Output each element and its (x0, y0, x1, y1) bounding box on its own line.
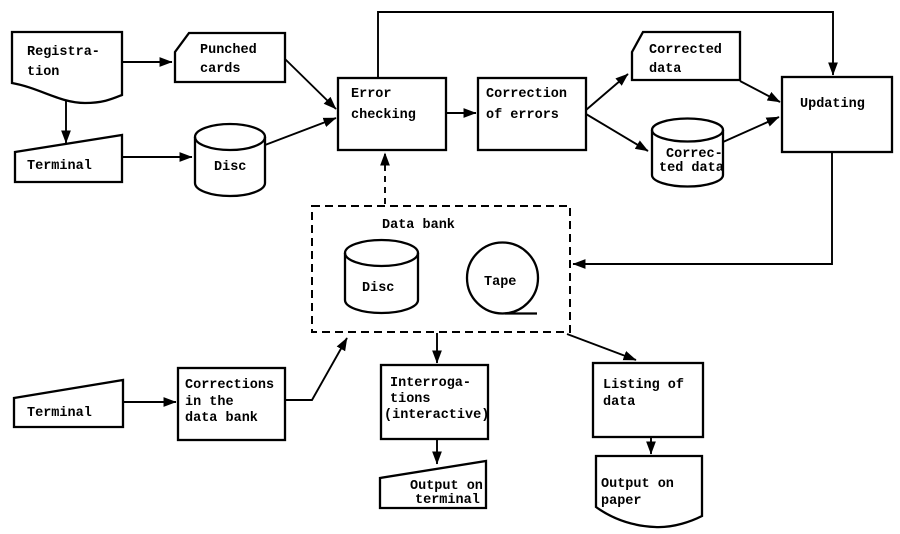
edge-correction-corrected-cylinder (585, 113, 649, 152)
data-bank-disc-cylinder-shape (343, 238, 420, 315)
disc-top-cylinder-shape (193, 122, 267, 198)
output-on-paper-node: Output on paper (594, 454, 704, 529)
punched-cards-label: cards (200, 62, 241, 77)
corrections-box (176, 366, 287, 442)
output-on-terminal-node: Output on terminal (378, 459, 488, 510)
data-bank-tape-circle-shape (465, 241, 540, 315)
corrections-in-data-bank-node: Corrections in the data bank (176, 366, 287, 442)
listing-of-data-label: Listing of (603, 378, 684, 393)
edge-punched-cards-error-checking (284, 58, 337, 110)
terminal-bottom-label: Terminal (27, 406, 92, 421)
interrogations-label: tions (390, 392, 431, 407)
listing-of-data-box (591, 361, 705, 439)
output-on-terminal-label: terminal (415, 493, 480, 508)
registration-node: Registra- tion (10, 30, 124, 105)
error-checking-label: Error (351, 87, 392, 102)
terminal-top-shape (13, 133, 124, 184)
listing-of-data-label: data (603, 395, 635, 410)
corrected-data-cylinder-label: Correc- (666, 147, 723, 162)
corrections-label: Corrections (185, 378, 274, 393)
corrected-data-card-shape (630, 30, 742, 82)
punched-cards-card-shape (173, 31, 287, 84)
edge-feedback-top-line (377, 11, 838, 78)
corrected-data-cylinder-arc (650, 129, 725, 143)
edge-corrections-data-bank (285, 337, 348, 401)
edges-layer (61, 11, 838, 465)
punched-cards-label: Punched (200, 43, 257, 58)
corrected-data-cylinder-shape (650, 117, 725, 188)
registration-label: Registra- (27, 45, 100, 60)
registration-label: tion (27, 65, 59, 80)
data-bank-tape-label: Tape (484, 275, 516, 290)
updating-box (780, 75, 894, 154)
corrected-data-cylinder-label: ted data (659, 161, 724, 176)
data-bank-tape-node: Tape (465, 241, 540, 315)
edge-corrected-card-updating (739, 80, 781, 103)
data-bank-label: Data bank (382, 218, 455, 233)
correction-of-errors-node: Correction of errors (476, 76, 588, 152)
data-bank-disc-cylinder-arc (343, 252, 420, 268)
data-bank-disc-label: Disc (362, 281, 394, 296)
edge-data-bank-listing (566, 333, 637, 361)
edge-disc-top-error-checking (264, 117, 337, 146)
interrogations-box (379, 363, 490, 441)
correction-of-errors-label: of errors (486, 108, 559, 123)
corrected-data-card-label: Corrected (649, 43, 722, 58)
error-checking-box (336, 76, 448, 152)
corrected-data-cylinder-node: Correc- ted data (650, 117, 725, 188)
disc-top-node: Disc (193, 122, 267, 198)
corrected-data-card-node: Corrected data (630, 30, 742, 82)
terminal-bottom-shape (12, 378, 125, 429)
output-on-paper-document-shape (594, 454, 704, 529)
corrections-label: data bank (185, 411, 258, 426)
data-bank-group: Data bank Disc Tape (311, 205, 571, 333)
error-checking-label: checking (351, 108, 416, 123)
edge-corrected-cylinder-updating (722, 116, 780, 143)
updating-node: Updating (780, 75, 894, 154)
output-on-terminal-label: Output on (410, 479, 483, 494)
output-on-terminal-shape (378, 459, 488, 510)
error-checking-node: Error checking (336, 76, 448, 152)
interrogations-label: Interroga- (390, 376, 471, 391)
data-bank-disc-node: Disc (343, 238, 420, 315)
edge-correction-corrected-card (585, 73, 629, 111)
updating-label: Updating (800, 97, 865, 112)
correction-of-errors-label: Correction (486, 87, 567, 102)
interrogations-node: Interroga- tions (interactive) (379, 363, 490, 441)
disc-top-label: Disc (214, 160, 246, 175)
terminal-top-label: Terminal (27, 159, 92, 174)
correction-of-errors-box (476, 76, 588, 152)
output-on-paper-label: Output on (601, 477, 674, 492)
output-on-paper-label: paper (601, 494, 642, 509)
registration-document-shape (10, 30, 124, 105)
data-bank-dashed-border (311, 205, 571, 333)
terminal-bottom-node: Terminal (12, 378, 125, 429)
punched-cards-node: Punched cards (173, 31, 287, 84)
corrections-label: in the (185, 395, 234, 410)
interrogations-label: (interactive) (384, 408, 489, 423)
edge-updating-data-bank (572, 152, 833, 269)
corrected-data-card-label: data (649, 62, 681, 77)
disc-top-cylinder-arc (193, 136, 267, 152)
listing-of-data-node: Listing of data (591, 361, 705, 439)
terminal-top-node: Terminal (13, 133, 124, 184)
